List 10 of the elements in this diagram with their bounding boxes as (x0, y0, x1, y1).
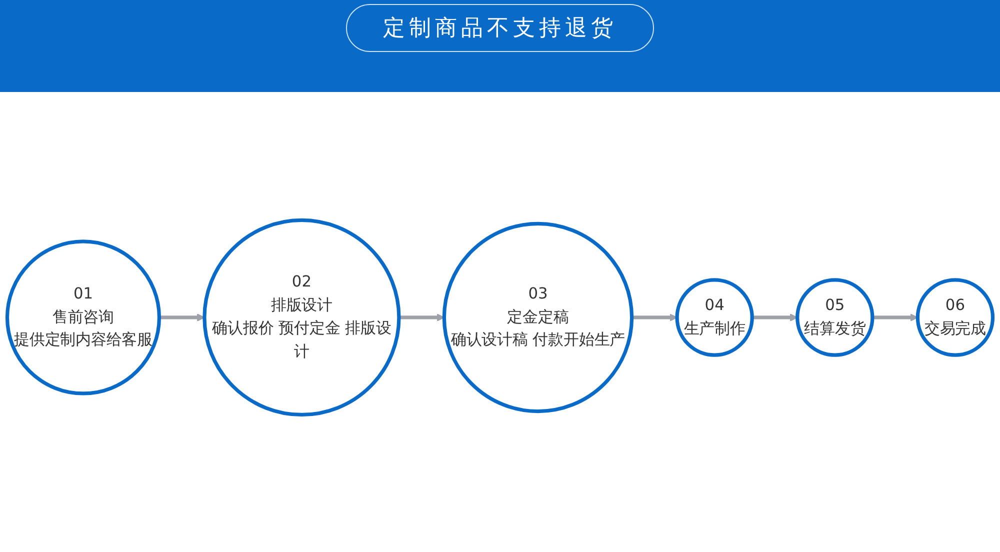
node-circle: 06 交易完成 (916, 278, 995, 356)
node-circle: 05 结算发货 (796, 278, 874, 356)
node-circle: 01 售前咨询 提供定制内容给客服 (5, 239, 162, 395)
arrow (632, 313, 678, 321)
node-circle: 03 定金定稿 确认设计稿 付款开始生产 (442, 221, 634, 413)
arrow (752, 313, 798, 321)
node-circle: 04 生产制作 (675, 278, 754, 356)
title-banner: 定制商品不支持退货 (346, 4, 654, 52)
node-circle: 02 排版设计 确认报价 预付定金 排版设计 (202, 218, 401, 416)
arrow (159, 313, 205, 321)
